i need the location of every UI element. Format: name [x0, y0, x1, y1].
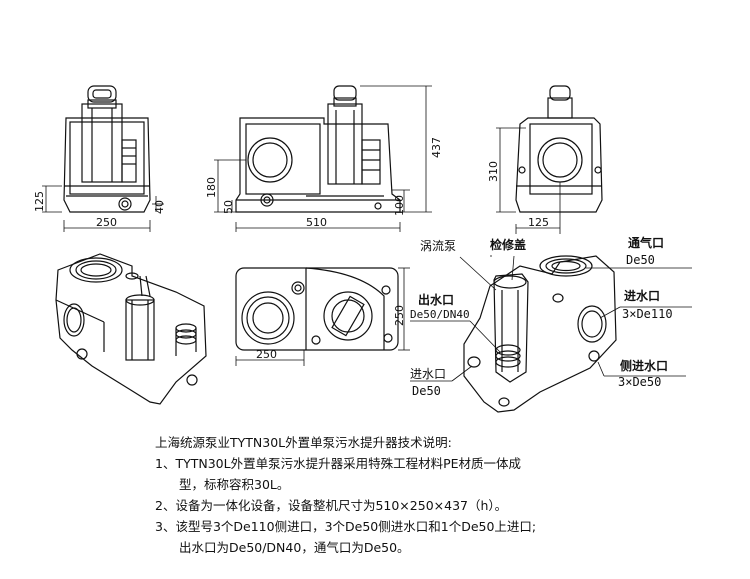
notes-title: 上海统源泵业TYTN30L外置单泵污水提升器技术说明:	[155, 435, 452, 450]
iso-view-left	[55, 253, 207, 405]
main-outlet-dim: 180	[205, 177, 218, 198]
main-inlet-dim: 100	[393, 195, 406, 216]
main-height-dim: 437	[430, 137, 443, 158]
top-depth-dim: 250	[393, 305, 406, 326]
front-view	[42, 85, 164, 232]
notes-line-1b: 型，标称容积30L。	[179, 477, 290, 492]
front-inlet-dim: 40	[153, 200, 166, 214]
callout-vent-label: 通气口	[628, 235, 664, 250]
callout-inlet-small-value: De50	[412, 384, 441, 398]
notes-line-3: 3、该型号3个De110侧进口，3个De50侧进水口和1个De50上进口;	[155, 519, 537, 534]
main-view	[214, 85, 432, 232]
side-height-dim: 310	[487, 161, 500, 182]
main-bottom-dim: 50	[222, 200, 235, 214]
notes-line-2: 2、设备为一体化设备，设备整机尺寸为510×250×437（h）。	[155, 498, 508, 513]
callout-vent-value: De50	[626, 253, 655, 267]
callout-side-inlet-label: 侧进水口	[620, 358, 668, 373]
callout-outlet-label: 出水口	[418, 292, 454, 307]
callout-vortex-pump: 涡流泵	[420, 239, 456, 253]
front-height-dim: 125	[33, 191, 46, 212]
notes-line-1: 1、TYTN30L外置单泵污水提升器采用特殊工程材料PE材质一体成	[155, 456, 522, 471]
callout-inspection-cover: 检修盖	[490, 237, 526, 252]
front-width-dim: 250	[96, 216, 117, 229]
side-view	[496, 85, 603, 234]
main-width-dim: 510	[306, 216, 327, 229]
callout-inlet-value: 3×De110	[622, 307, 673, 321]
callout-inlet-label: 进水口	[624, 288, 660, 303]
side-width-dim: 125	[528, 216, 549, 229]
callout-side-inlet-value: 3×De50	[618, 375, 661, 389]
top-view	[235, 267, 410, 366]
technical-drawing: 250 125 40 510	[33, 85, 692, 413]
callout-outlet-value: De50/DN40	[410, 308, 470, 321]
iso-view-right	[410, 255, 692, 413]
top-width-dim: 250	[256, 348, 277, 361]
notes-line-3b: 出水口为De50/DN40，通气口为De50。	[179, 540, 410, 555]
technical-notes: 上海统源泵业TYTN30L外置单泵污水提升器技术说明: 1、TYTN30L外置单…	[155, 432, 715, 558]
callout-inlet-small-label: 进水口	[410, 367, 446, 381]
